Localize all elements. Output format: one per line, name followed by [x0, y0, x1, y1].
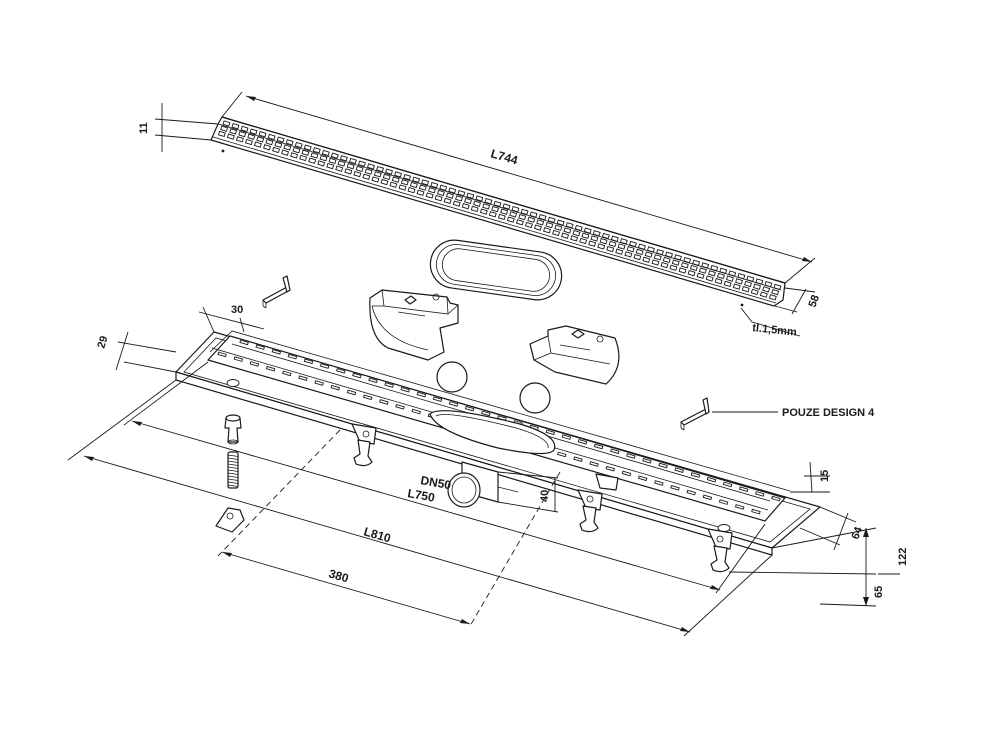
label-outlet: DN50 — [419, 473, 452, 492]
label-total-height: 122 — [897, 548, 909, 566]
plug-disc-right — [519, 382, 551, 414]
adjustable-foot-parts — [215, 414, 245, 533]
outlet-pipe-mouth — [447, 472, 481, 508]
dimension-total-height: 122 65 — [728, 527, 909, 607]
grate-hole-right — [740, 303, 744, 307]
dimension-inner-length — [123, 361, 766, 594]
threaded-rod-lines — [227, 454, 239, 487]
end-cap-left — [369, 289, 459, 361]
label-grate-width: 58 — [807, 293, 822, 309]
dimension-channel-width: 64 — [799, 506, 866, 551]
label-outlet-height: 40 — [539, 490, 551, 502]
grate — [210, 116, 786, 307]
drain-channel — [175, 330, 821, 573]
spacer-clip-right: POUZE DESIGN 4 — [680, 397, 875, 431]
dimension-outlet-height: 40 — [497, 471, 559, 513]
dimension-grate-width: 58 tl.1,5mm — [740, 287, 822, 339]
plug-disc-left — [436, 361, 468, 393]
label-channel-width: 64 — [850, 525, 866, 541]
label-grate-height: 11 — [138, 122, 150, 134]
label-flange-depth: 29 — [95, 335, 110, 350]
end-cap-right — [529, 325, 620, 385]
grate-hole-left — [221, 149, 225, 153]
dimension-outlet-offset: 380 — [217, 429, 561, 627]
label-grate-thickness: tl.1,5mm — [752, 322, 798, 339]
label-channel-length: L810 — [362, 524, 392, 545]
flange-hole-left — [226, 379, 240, 387]
label-flange-width: 30 — [231, 304, 243, 316]
dimension-flange-width: 30 — [198, 304, 265, 333]
label-grate-length: L744 — [489, 146, 519, 167]
label-callout-part: POUZE DESIGN 4 — [782, 407, 875, 419]
label-inner-length: L750 — [406, 486, 436, 505]
dimension-channel-top: 15 — [790, 461, 831, 493]
dimension-grate-height: 11 — [138, 103, 219, 152]
grate-slot-pattern — [217, 120, 782, 301]
spacer-clip-left — [262, 275, 291, 309]
oval-frame-cap — [429, 239, 563, 301]
label-foot-height: 65 — [873, 586, 885, 598]
dimension-flange-depth: 29 — [95, 331, 177, 373]
label-outlet-offset: 380 — [327, 566, 350, 585]
label-channel-top: 15 — [819, 470, 831, 482]
